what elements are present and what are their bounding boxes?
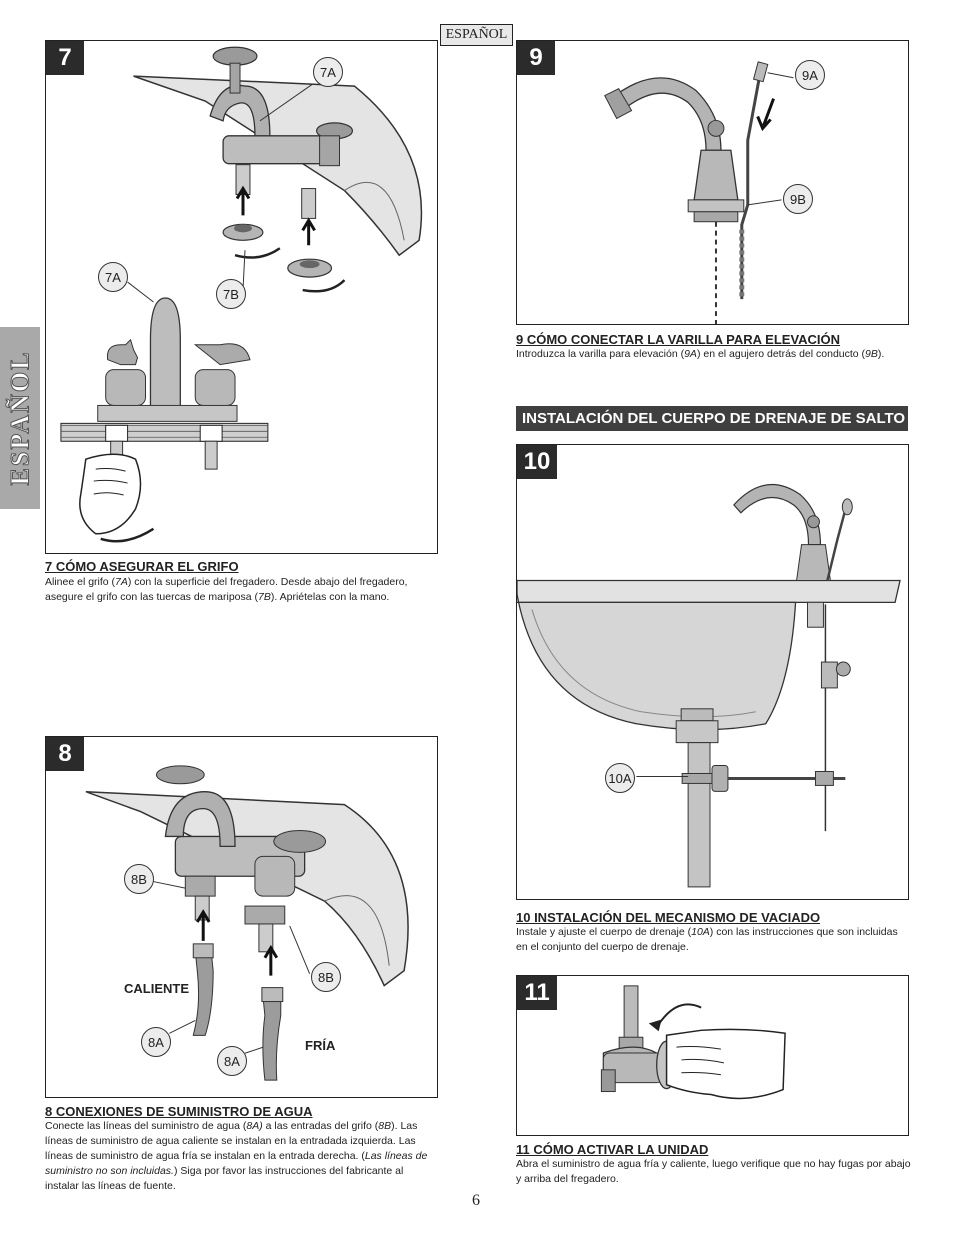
- step-7-illustration: [60, 46, 423, 543]
- section-banner: INSTALACIÓN DEL CUERPO DE DRENAJE DE SAL…: [516, 406, 908, 431]
- step-11-caption-body: Abra el suministro de agua fría y calien…: [516, 1158, 911, 1185]
- step-8-number: 8: [46, 737, 84, 771]
- callout-9a: 9A: [795, 60, 825, 90]
- step-11-number: 11: [517, 976, 557, 1010]
- step-7-caption-body: Alinee el grifo (7A) con la superficie d…: [45, 576, 408, 603]
- step-10-panel: 10 10A: [516, 444, 909, 900]
- step-9-caption-title: 9 CÓMO CONECTAR LA VARILLA PARA ELEVACIÓ…: [516, 332, 841, 347]
- language-tag: ESPAÑOL: [440, 24, 513, 46]
- label-cold: FRÍA: [305, 1038, 336, 1053]
- callout-7b: 7B: [216, 279, 246, 309]
- step-7-number: 7: [46, 41, 84, 75]
- callout-8a-left: 8A: [141, 1027, 171, 1057]
- step-8-panel: 8 8B 8B 8A 8A CALIENTE FRÍA: [45, 736, 438, 1098]
- step-11-caption-title: 11 CÓMO ACTIVAR LA UNIDAD: [516, 1142, 709, 1157]
- step-10-caption-title: 10 INSTALACIÓN DEL MECANISMO DE VACIADO: [516, 910, 821, 925]
- step-9-panel: 9 9A 9B: [516, 40, 909, 325]
- label-hot: CALIENTE: [124, 981, 189, 996]
- callout-10a: 10A: [605, 763, 635, 793]
- step-7-panel: 7 7A 7A 7B: [45, 40, 438, 554]
- callout-8b-right: 8B: [311, 962, 341, 992]
- callout-8b-left: 8B: [124, 864, 154, 894]
- callout-8a-right: 8A: [217, 1046, 247, 1076]
- step-9-caption-body: Introduzca la varilla para elevación (9A…: [516, 348, 885, 360]
- step-10-caption-body: Instale y ajuste el cuerpo de drenaje (1…: [516, 926, 898, 953]
- step-8-caption-title: 8 CONEXIONES DE SUMINISTRO DE AGUA: [45, 1104, 313, 1119]
- callout-9b: 9B: [783, 184, 813, 214]
- side-language-tab: ESPAÑOL: [0, 327, 40, 509]
- step-11-panel: 11: [516, 975, 909, 1136]
- step-10-number: 10: [517, 445, 557, 479]
- step-8-illustration: [85, 765, 409, 1081]
- page-number: 6: [472, 1192, 480, 1209]
- step-11-illustration: [600, 985, 786, 1100]
- side-tab-label: ESPAÑOL: [5, 350, 35, 486]
- step-7-caption-title: 7 CÓMO ASEGURAR EL GRIFO: [45, 559, 239, 574]
- step-10-illustration: [517, 483, 901, 888]
- step-9-number: 9: [517, 41, 555, 75]
- callout-7a-left: 7A: [98, 262, 128, 292]
- step-9-illustration: [604, 61, 794, 324]
- step-8-caption-body: Conecte las líneas del suministro de agu…: [45, 1120, 428, 1192]
- callout-7a-top: 7A: [313, 57, 343, 87]
